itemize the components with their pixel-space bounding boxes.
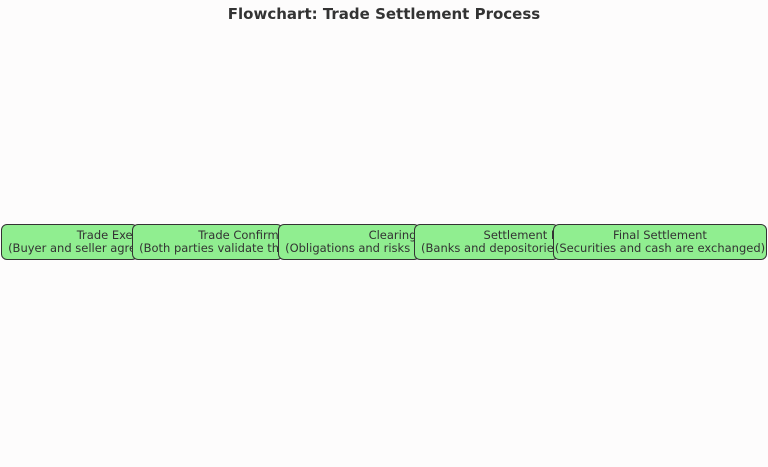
node-subtitle: (Buyer and seller agree on trade terms): [8, 241, 137, 255]
node-subtitle: (Both parties validate the trade details…: [139, 241, 282, 255]
node-title: Trade Execution: [76, 228, 138, 242]
node-trade-confirmation: Trade Confirmation (Both parties validat…: [132, 224, 283, 260]
node-subtitle: (Securities and cash are exchanged): [554, 241, 766, 255]
node-final-settlement: Final Settlement (Securities and cash ar…: [553, 224, 767, 260]
node-title: Trade Confirmation: [198, 228, 282, 242]
node-subtitle: (Banks and depositories receive instruct…: [421, 241, 559, 255]
node-title: Clearing: [368, 228, 417, 242]
node-title: Final Settlement: [613, 228, 707, 242]
node-trade-execution: Trade Execution (Buyer and seller agree …: [1, 224, 138, 260]
node-subtitle: (Obligations and risks are calculated): [285, 241, 419, 255]
diagram-title: Flowchart: Trade Settlement Process: [227, 5, 541, 23]
node-title: Settlement Instructions: [483, 228, 558, 242]
node-clearing: Clearing (Obligations and risks are calc…: [278, 224, 420, 260]
node-settlement-instructions: Settlement Instructions (Banks and depos…: [414, 224, 559, 260]
